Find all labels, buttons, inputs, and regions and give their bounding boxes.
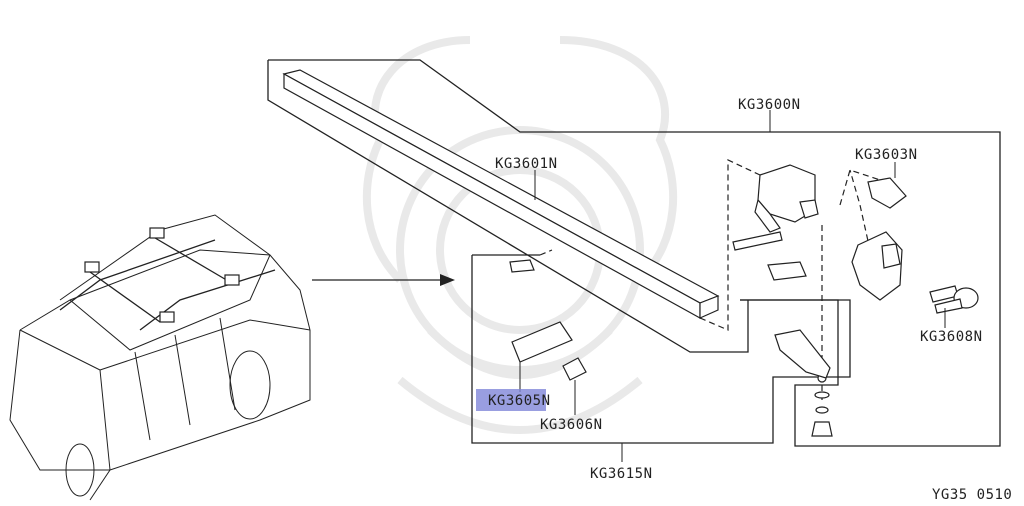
- bracket-part: [774, 329, 831, 379]
- end-cap-assembly: [732, 164, 833, 437]
- small-pad: [509, 259, 535, 273]
- label-kg3605: KG3605N: [488, 393, 551, 409]
- leader-lines: [519, 110, 946, 462]
- kg3600-outline: [268, 59, 1001, 447]
- label-kg3600: KG3600N: [738, 97, 801, 113]
- lock-cylinder: [851, 231, 903, 301]
- highlight-box-kg3605: [476, 389, 546, 411]
- label-kg3601: KG3601N: [495, 156, 558, 172]
- part-kg3606-clip: [562, 357, 587, 381]
- label-kg3603: KG3603N: [855, 147, 918, 163]
- part-kg3603-cap: [867, 177, 907, 209]
- pointer-arrow: [312, 274, 455, 286]
- label-kg3606: KG3606N: [540, 417, 603, 433]
- rail-bar: [282, 69, 720, 320]
- kg3615-outline: [267, 60, 851, 444]
- label-kg3615: KG3615N: [590, 466, 653, 482]
- part-kg3608-keys: [929, 285, 979, 314]
- figure-code: YG35 0510: [932, 487, 1012, 503]
- label-kg3608: KG3608N: [920, 329, 983, 345]
- car-illustration: [9, 214, 311, 501]
- part-kg3605-pad: [511, 321, 573, 363]
